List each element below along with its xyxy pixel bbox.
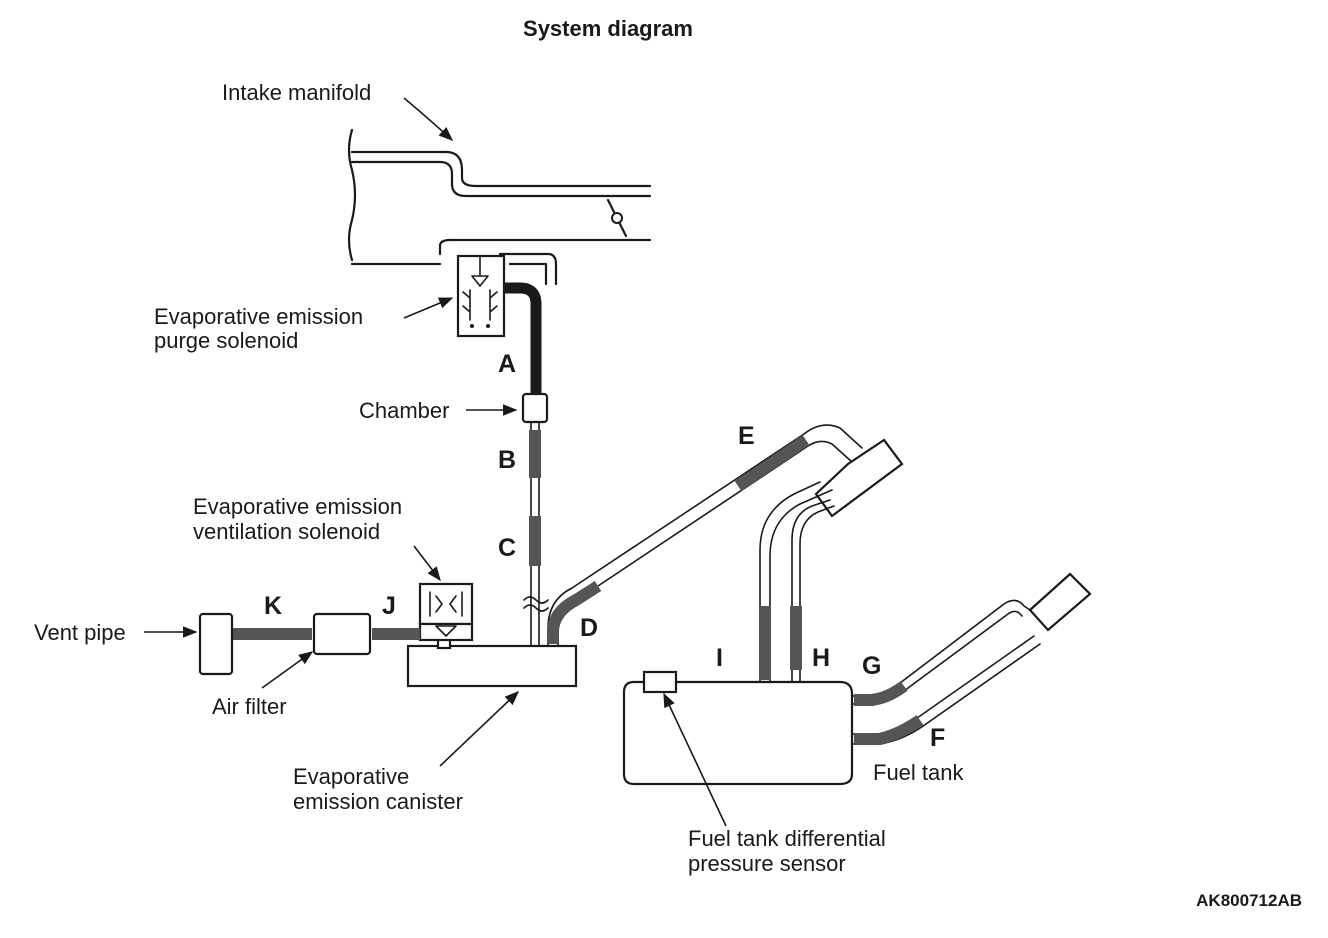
letter-f: F: [930, 724, 945, 752]
label-purge-solenoid-2: purge solenoid: [154, 328, 298, 353]
fuel-tank: [622, 680, 854, 786]
break-mark-icon: [523, 596, 549, 612]
hose-f: [854, 715, 924, 745]
throttle-valve: [606, 198, 628, 238]
label-purge-solenoid-1: Evaporative emission: [154, 304, 363, 329]
label-canister-2: emission canister: [293, 789, 463, 814]
vent-pipe: [198, 612, 234, 676]
letter-b: B: [498, 446, 516, 474]
ventilation-solenoid: [418, 582, 474, 642]
letter-h: H: [812, 644, 830, 672]
purge-solenoid: [456, 254, 506, 338]
side-filler-lines: [851, 572, 1092, 745]
label-pressure-sensor-1: Fuel tank differential: [688, 826, 886, 851]
letter-d: D: [580, 614, 598, 642]
pressure-sensor: [642, 670, 678, 694]
filler-neck: [759, 438, 904, 691]
letter-i: I: [716, 644, 723, 672]
letter-j: J: [382, 592, 396, 620]
intake-manifold: [347, 128, 652, 286]
air-filter: [312, 612, 372, 656]
letter-g: G: [862, 652, 881, 680]
leader-arrows: [144, 97, 727, 827]
evaporative-emission-canister: [406, 644, 578, 688]
hose-e: [734, 435, 810, 491]
chamber: [521, 392, 549, 424]
diagram-title: System diagram: [523, 16, 693, 41]
label-chamber: Chamber: [359, 398, 449, 423]
letter-e: E: [738, 422, 755, 450]
label-vent-pipe: Vent pipe: [34, 620, 126, 645]
label-pressure-sensor-2: pressure sensor: [688, 851, 846, 876]
label-intake-manifold: Intake manifold: [222, 80, 371, 105]
hose-g: [854, 681, 908, 706]
letter-k: K: [264, 592, 282, 620]
figure-code: AK800712AB: [1196, 891, 1302, 910]
letter-a: A: [498, 350, 516, 378]
canister-to-tank-line: [547, 424, 863, 647]
label-fuel-tank: Fuel tank: [873, 760, 964, 785]
label-ventilation-solenoid-1: Evaporative emission: [193, 494, 402, 519]
hose-a: [504, 282, 542, 394]
letter-c: C: [498, 534, 516, 562]
hose-d: [547, 580, 602, 644]
label-ventilation-solenoid-2: ventilation solenoid: [193, 519, 380, 544]
label-air-filter: Air filter: [212, 694, 287, 719]
label-canister-1: Evaporative: [293, 764, 409, 789]
